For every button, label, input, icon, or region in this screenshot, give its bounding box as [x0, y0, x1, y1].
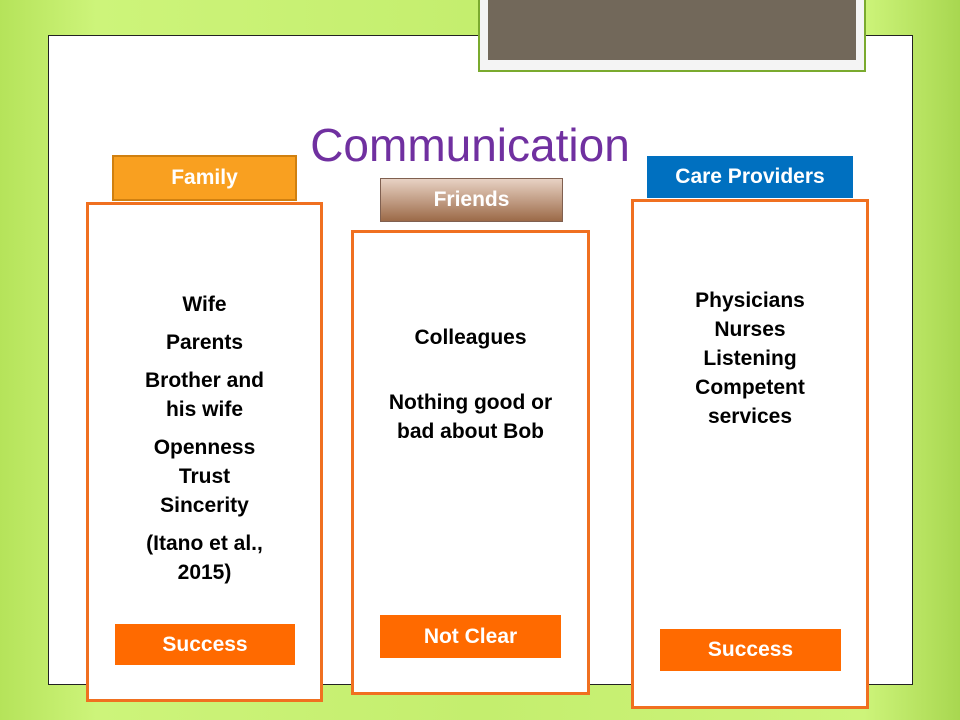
family-citation: (Itano et al., 2015)	[146, 532, 263, 584]
photo-frame	[478, 0, 866, 72]
family-result-badge: Success	[115, 624, 295, 665]
slide-title: Communication	[310, 119, 630, 171]
friends-item: Nothing good or bad about Bob	[388, 391, 553, 443]
care-providers-box: Physicians Nurses Listening Competent se…	[631, 199, 869, 709]
family-header: Family	[112, 155, 297, 201]
family-item: Sincerity	[160, 494, 249, 517]
family-item: Parents	[165, 331, 244, 354]
family-box: Wife Parents Brother and his wife Openne…	[86, 202, 323, 702]
family-item: Wife	[182, 293, 227, 316]
friends-result-badge: Not Clear	[380, 615, 561, 658]
care-providers-header: Care Providers	[647, 156, 853, 198]
friends-header: Friends	[380, 178, 563, 222]
care-providers-result-badge: Success	[660, 629, 841, 671]
care-item: Physicians	[695, 289, 805, 312]
care-item: Nurses	[714, 318, 786, 341]
family-item: Trust	[178, 465, 231, 488]
friends-item: Colleagues	[414, 326, 527, 349]
care-item: Competent services	[695, 376, 805, 428]
care-item: Listening	[703, 347, 797, 370]
family-item: Brother and his wife	[144, 369, 264, 421]
family-item: Openness	[153, 436, 256, 459]
